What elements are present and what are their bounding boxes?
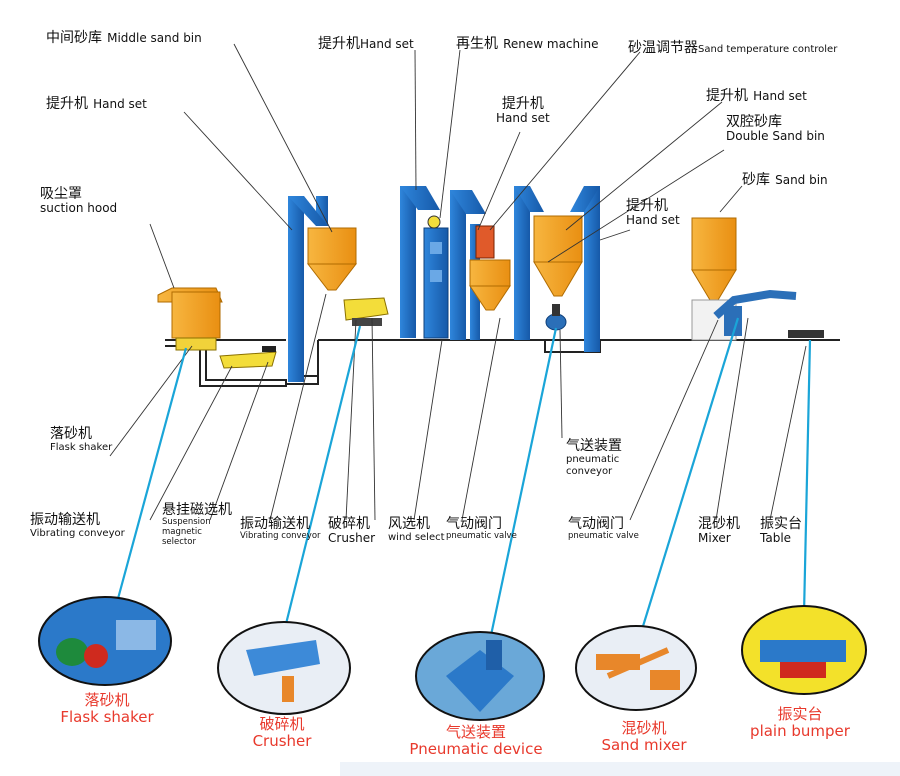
label-suspension-selector: 悬挂磁选机 Suspension magnetic selector (162, 502, 232, 547)
label-renew-machine: 再生机 Renew machine (456, 36, 599, 52)
label-suction-hood: 吸尘罩 suction hood (40, 186, 118, 216)
caption-pneumatic-device: 气送装置 Pneumatic device (409, 723, 543, 759)
label-vibrating-conveyor-1: 振动输送机 Vibrating conveyor (30, 512, 125, 540)
caption-plain-bumper: 振实台 plain bumper (750, 705, 850, 741)
label-wind-select: 风选机 wind select (388, 516, 445, 544)
pneumatic-conveyor-icon (545, 304, 567, 331)
bottom-band (340, 762, 900, 776)
caption-sand-mixer: 混砂机 Sand mixer (601, 719, 687, 755)
label-hand-set-top: 提升机Hand set (318, 36, 414, 52)
label-table: 振实台 Table (760, 516, 802, 546)
label-temp-controller: 砂温调节器Sand temperature controler (628, 40, 838, 56)
label-vibrating-conveyor-2: 振动输送机 Vibrating conveyor (240, 516, 321, 542)
label-middle-sand-bin: 中间砂库 Middle sand bin (46, 30, 202, 46)
label-crusher: 破碎机 Crusher (328, 516, 376, 546)
label-sand-bin: 砂库 Sand bin (742, 172, 828, 188)
table-icon (788, 330, 824, 338)
elevator-center-icon (400, 186, 440, 338)
suction-hood-icon (157, 287, 223, 351)
middle-sand-bin-icon (306, 227, 358, 291)
label-pneumatic-conveyor: 气送装置 pneumatic conveyor (566, 438, 622, 477)
photo-connectors (114, 317, 812, 641)
double-sand-bin-icon (533, 215, 583, 297)
label-hand-set-center: 提升机 Hand set (496, 96, 550, 126)
caption-crusher: 破碎机 Crusher (252, 715, 312, 751)
elevator-left-icon (288, 196, 328, 382)
small-bin-icon (469, 259, 511, 311)
mixer-icon (713, 289, 797, 336)
caption-flask-shaker: 落砂机 Flask shaker (60, 691, 154, 727)
label-pneumatic-valve-2: 气动阀门 pneumatic valve (568, 516, 639, 542)
label-hand-set-right: 提升机 Hand set (706, 88, 807, 104)
vibrating-conveyor-icon (219, 346, 277, 369)
photo-plain-bumper (741, 605, 867, 695)
renew-machine-icon (423, 215, 449, 339)
photo-pneumatic (415, 631, 545, 721)
temp-controller-icon (475, 225, 495, 259)
crusher-icon (343, 297, 389, 326)
label-flask-shaker: 落砂机 Flask shaker (50, 426, 113, 454)
label-mixer: 混砂机 Mixer (698, 516, 740, 546)
label-pneumatic-valve-1: 气动阀门 pneumatic valve (446, 516, 517, 542)
photo-mixer (575, 625, 697, 711)
photo-crusher (217, 621, 351, 715)
photo-flask-shaker (38, 596, 172, 686)
label-hand-set-right2: 提升机 Hand set (626, 198, 680, 228)
label-double-sand-bin: 双腔砂库 Double Sand bin (726, 114, 825, 144)
label-hand-set-left: 提升机 Hand set (46, 96, 147, 112)
